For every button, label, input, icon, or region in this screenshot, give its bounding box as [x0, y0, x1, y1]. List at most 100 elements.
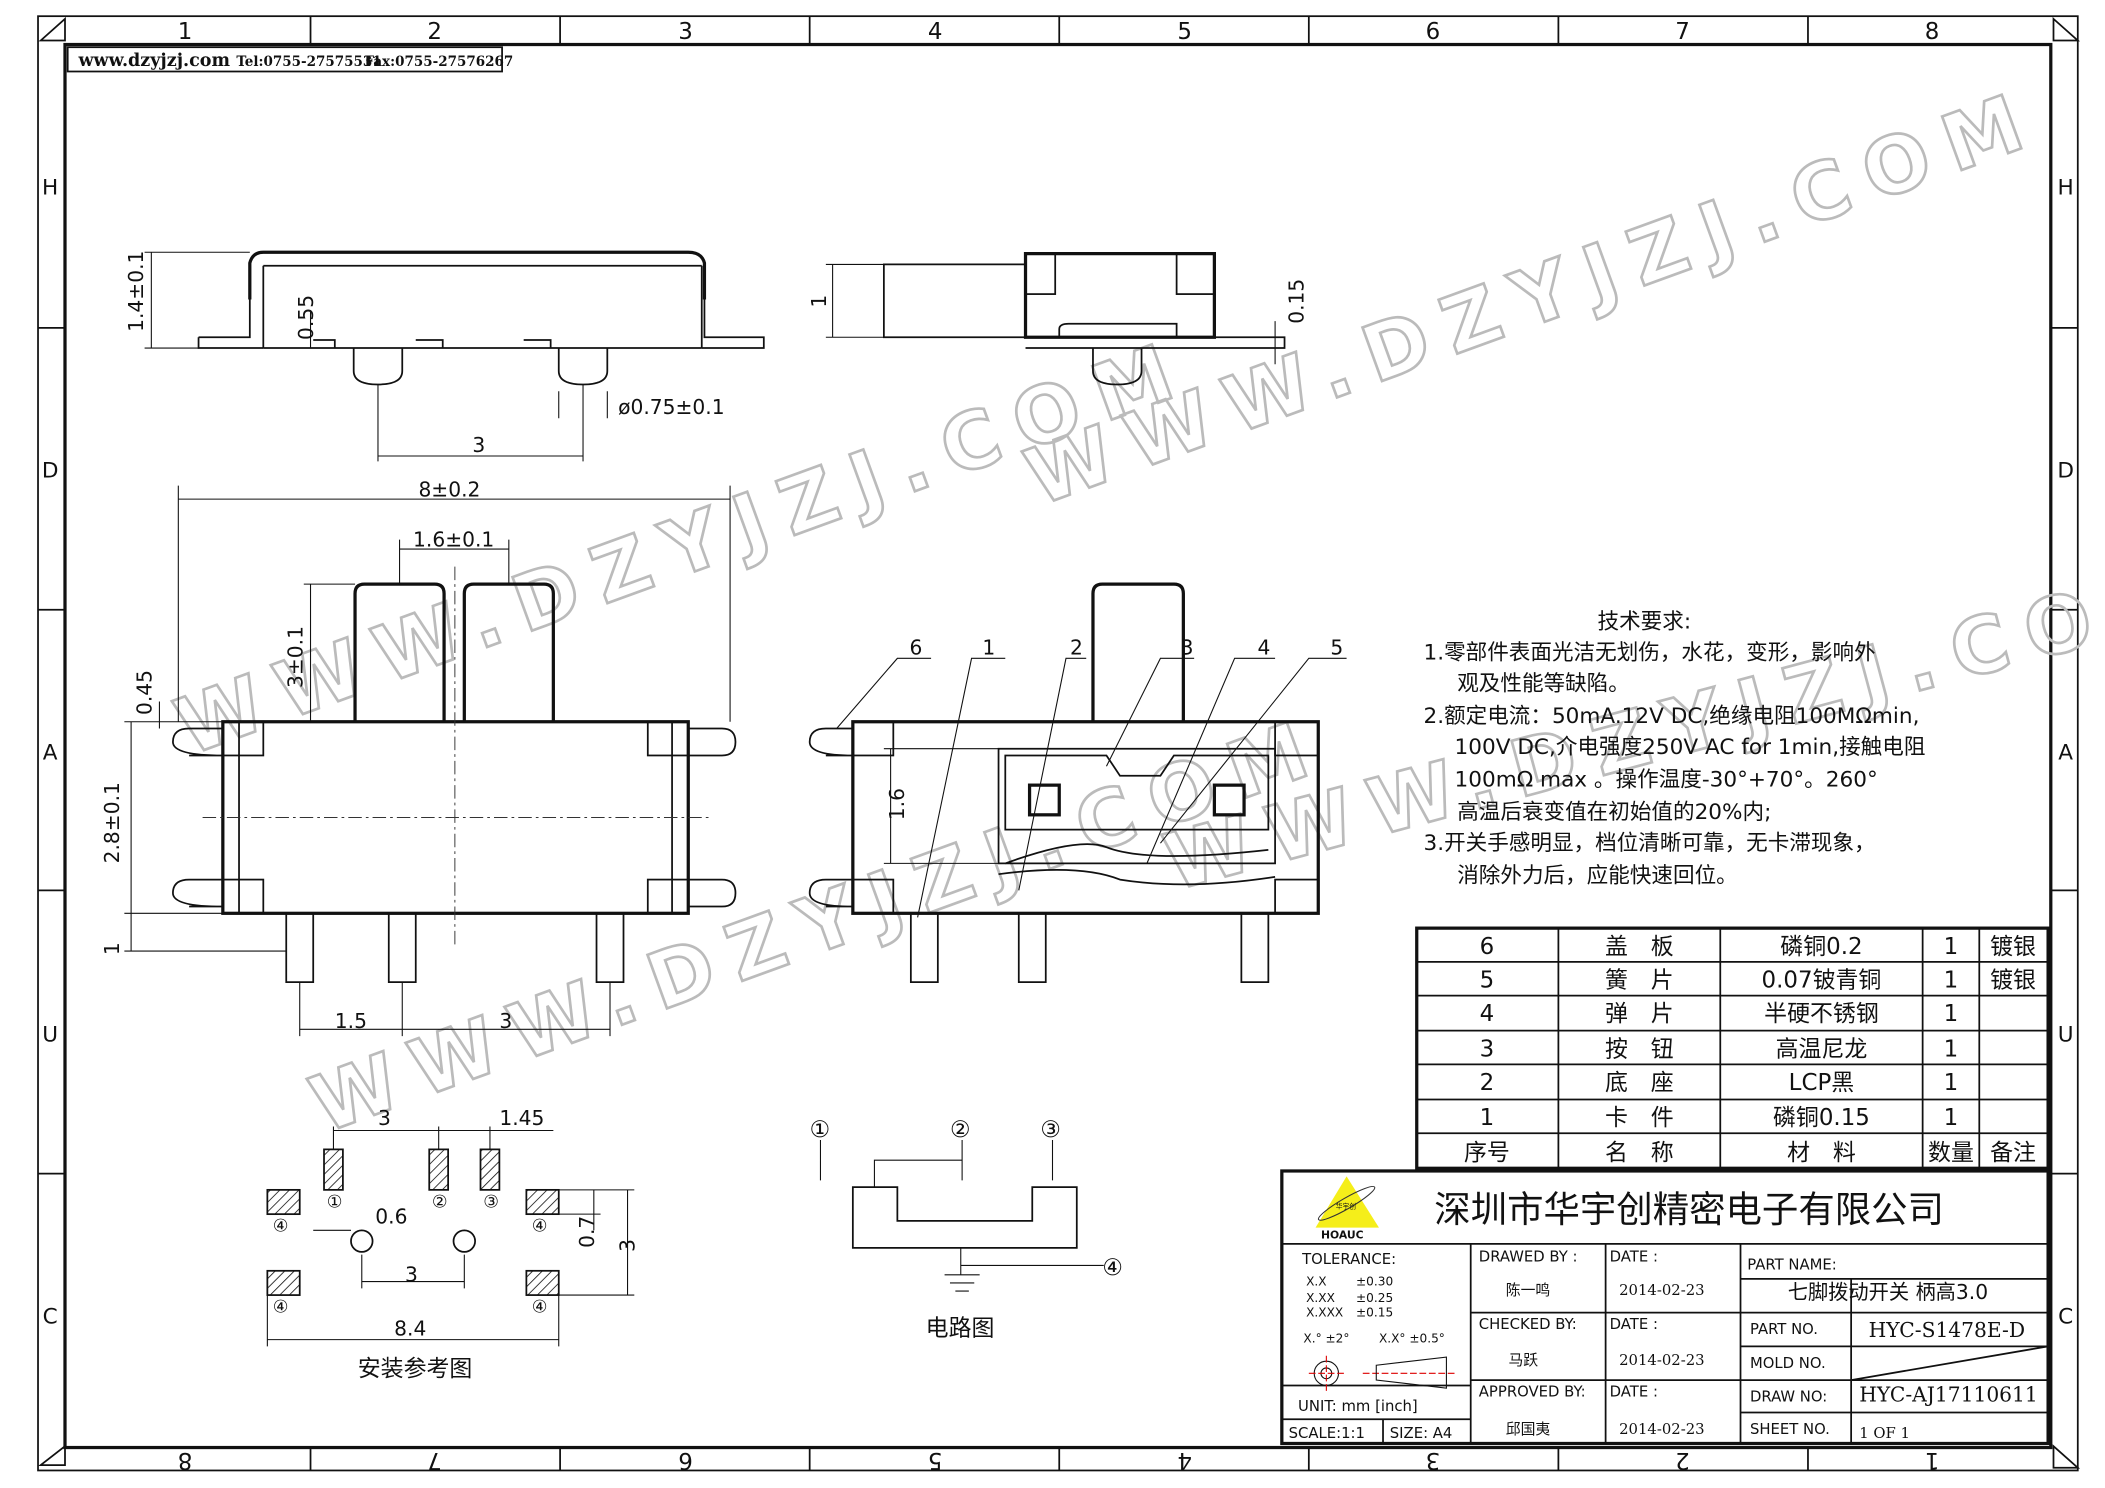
website-link[interactable]: www.dzyjzj.com [77, 51, 230, 71]
svg-text:华宇创: 华宇创 [1336, 1202, 1356, 1211]
node-label: ② [950, 1117, 971, 1143]
bom-cell: 1 [1480, 1105, 1495, 1131]
row-label: D [2057, 459, 2074, 484]
pad-label: ④ [532, 1298, 548, 1318]
projection-symbol-icon [1308, 1355, 1458, 1391]
sheet-no: 1 OF 1 [1859, 1425, 1910, 1442]
title-block: 华宇创 HOAUC 深圳市华宇创精密电子有限公司 TOLERANCE: X.X … [1280, 1169, 2050, 1446]
part-name-label: PART NAME: [1747, 1256, 1837, 1273]
mounting-title: 安装参考图 [358, 1356, 473, 1382]
dim-label: 1 [100, 942, 124, 955]
svg-text:WWW.DZYJZJ.COM: WWW.DZYJZJ.COM [164, 321, 1202, 773]
col-label: 6 [678, 1447, 693, 1473]
node-label: ① [810, 1117, 831, 1143]
company-name: 深圳市华宇创精密电子有限公司 [1434, 1188, 1944, 1231]
bom-cell: 5 [1480, 968, 1495, 994]
dim-label: 1 [807, 295, 831, 308]
dim-label: 0.6 [375, 1205, 407, 1229]
dim-label: 1.4±0.1 [124, 251, 148, 332]
dim-label: 0.55 [294, 295, 318, 340]
drawed-by: 陈一鸣 [1506, 1281, 1551, 1299]
bom-cell: 按 钮 [1605, 1036, 1674, 1062]
tech-line: 2.额定电流：50mA.12V DC,绝缘电阻100MΩmin, [1423, 704, 1919, 729]
date-value: 2014-02-23 [1619, 1421, 1705, 1438]
dim-label: 3 [378, 1106, 391, 1130]
row-label: A [43, 741, 58, 766]
contact-header: www.dzyjzj.com Tel:0755-27575531 Fax:075… [66, 46, 513, 73]
part-no-label: PART NO. [1750, 1321, 1818, 1338]
column-labels-top: 1 2 3 4 5 6 7 8 [178, 19, 1940, 45]
checked-by: 马跃 [1508, 1352, 1538, 1369]
col-label: 5 [928, 1447, 943, 1473]
svg-text:±0.30: ±0.30 [1356, 1275, 1393, 1289]
row-label: D [42, 459, 59, 484]
dim-label: 8±0.2 [418, 477, 480, 501]
tech-line: 100mΩ max 。操作温度-30°+70°。260° [1455, 767, 1878, 792]
bom-cell: 3 [1480, 1036, 1495, 1062]
bom-cell: 1 [1944, 1036, 1959, 1062]
drawed-by-label: DRAWED BY : [1479, 1248, 1578, 1265]
svg-text:X.XXX: X.XXX [1306, 1306, 1343, 1320]
tel-text: Tel:0755-27575531 [236, 54, 381, 70]
column-labels-bottom: 8 7 6 5 4 3 2 1 [178, 1447, 1940, 1473]
mounting-footprint: 3 1.45 0.6 3 0.7 3 8.4 ① ② ③ ④ ④ ④ ④ 安装参… [266, 1106, 639, 1382]
col-label: 4 [928, 19, 943, 45]
svg-text:±0.25: ±0.25 [1356, 1291, 1393, 1305]
col-label: 7 [1675, 19, 1690, 45]
bom-cell: 卡 件 [1605, 1105, 1674, 1131]
bom-cell: 4 [1480, 1001, 1495, 1027]
tech-line: 高温后衰变值在初始值的20%内; [1457, 800, 1771, 825]
tech-line: 3.开关手感明显，档位清晰可靠，无卡滞现象， [1423, 831, 1875, 856]
dim-label: 1.45 [499, 1106, 544, 1130]
pad-label: ④ [532, 1217, 548, 1237]
bom-cell: 1 [1944, 968, 1959, 994]
bom-header: 序号 [1464, 1140, 1510, 1166]
approved-by-label: APPROVED BY: [1479, 1383, 1586, 1400]
bom-header: 材 料 [1787, 1140, 1856, 1166]
callout-label: 1 [982, 635, 995, 659]
bom-header: 备注 [1990, 1140, 2036, 1166]
row-label: U [42, 1022, 58, 1047]
front-plan-view: 8±0.2 1.6±0.1 3±0.1 0.45 2.8±0.1 1 1.5 3 [100, 477, 737, 1037]
svg-text:X.XX: X.XX [1306, 1291, 1335, 1305]
col-label: 2 [427, 19, 442, 45]
bom-header: 数量 [1928, 1140, 1974, 1166]
tolerance-label: TOLERANCE: [1301, 1251, 1396, 1268]
side-elevation-view: 1 0.15 [807, 252, 1308, 386]
callout-label: 4 [1258, 635, 1271, 659]
bom-cell: 1 [1944, 934, 1959, 960]
date-label: DATE : [1610, 1316, 1658, 1333]
col-label: 1 [1925, 1447, 1940, 1473]
col-label: 8 [178, 1447, 193, 1473]
mold-no-label: MOLD NO. [1750, 1355, 1826, 1372]
logo-text: HOAUC [1321, 1228, 1364, 1241]
node-label: ③ [1040, 1117, 1061, 1143]
date-value: 2014-02-23 [1619, 1352, 1705, 1369]
svg-text:X.X: X.X [1306, 1275, 1326, 1289]
date-label: DATE : [1610, 1383, 1658, 1400]
svg-text:X.° ±2°: X.° ±2° [1303, 1331, 1349, 1345]
col-label: 7 [427, 1447, 442, 1473]
row-label: U [2058, 1022, 2074, 1047]
top-elevation-view: 1.4±0.1 0.55 ø0.75±0.1 3 [124, 251, 765, 462]
unit-text: UNIT: mm [inch] [1298, 1398, 1418, 1415]
bom-cell: 镀银 [1990, 968, 2036, 994]
bom-cell: 磷铜0.15 [1773, 1105, 1870, 1131]
date-label: DATE : [1610, 1248, 1658, 1265]
col-label: 2 [1675, 1447, 1690, 1473]
svg-text:±0.15: ±0.15 [1356, 1306, 1393, 1320]
callout-label: 5 [1330, 635, 1343, 659]
date-value: 2014-02-23 [1619, 1282, 1705, 1299]
row-label: A [2058, 741, 2073, 766]
bom-cell: 底 座 [1605, 1070, 1674, 1096]
bom-cell: 1 [1944, 1001, 1959, 1027]
pad-label: ④ [273, 1217, 289, 1237]
dim-label: 1.6 [885, 788, 909, 820]
bom-cell: 1 [1944, 1105, 1959, 1131]
pad-label: ③ [483, 1192, 499, 1212]
dim-label: 3 [499, 1009, 512, 1033]
callout-label: 2 [1070, 635, 1083, 659]
col-label: 3 [1426, 1447, 1441, 1473]
circuit-diagram: ① ② ③ ④ 电路图 [810, 1117, 1123, 1341]
